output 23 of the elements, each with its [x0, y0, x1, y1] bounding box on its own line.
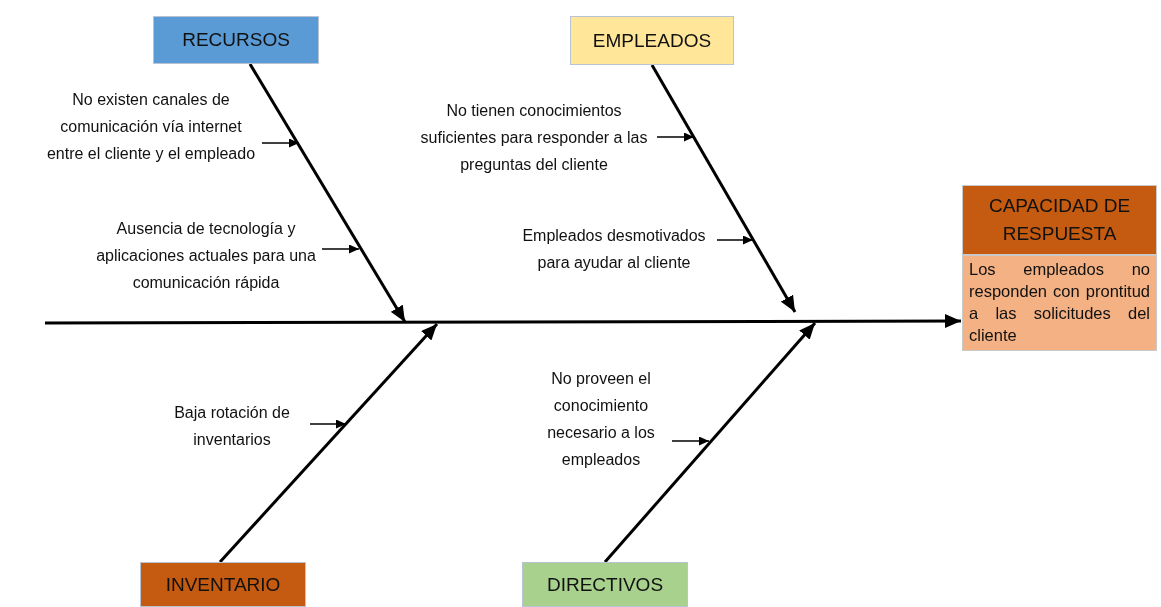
bone-arrow — [603, 322, 817, 563]
effect-heading: CAPACIDAD DE RESPUESTA — [962, 185, 1157, 255]
cause-text: Ausencia de tecnología y aplicaciones actuales para una comunicación rápida — [92, 215, 320, 296]
bone-arrow — [248, 63, 407, 323]
arrow — [671, 436, 710, 446]
cause-text: Baja rotación de inventarios — [156, 399, 308, 453]
arrow — [261, 138, 300, 148]
cause-text: No proveen el conocimiento necesario a los empleados — [532, 365, 670, 473]
effect-description: Los empleados no responden con prontitud a las solicitudes del cliente — [962, 255, 1157, 351]
cause-text: No existen canales de comunicación vía internet entre el cliente y el empleado — [42, 86, 260, 167]
arrow — [321, 244, 360, 254]
arrow — [716, 235, 754, 245]
category-box: RECURSOS — [153, 16, 319, 64]
cause-text: Empleados desmotivados para ayudar al cliente — [513, 222, 715, 276]
category-box: INVENTARIO — [140, 562, 306, 607]
category-box: DIRECTIVOS — [522, 562, 688, 607]
category-box: EMPLEADOS — [570, 16, 734, 65]
arrow — [656, 132, 695, 142]
spine-arrow — [45, 314, 961, 329]
arrow — [309, 419, 347, 429]
bone-arrow — [650, 64, 797, 313]
cause-text: No tienen conocimientos suficientes para responder a las preguntas del cliente — [413, 97, 655, 178]
bone-arrow — [218, 323, 439, 563]
